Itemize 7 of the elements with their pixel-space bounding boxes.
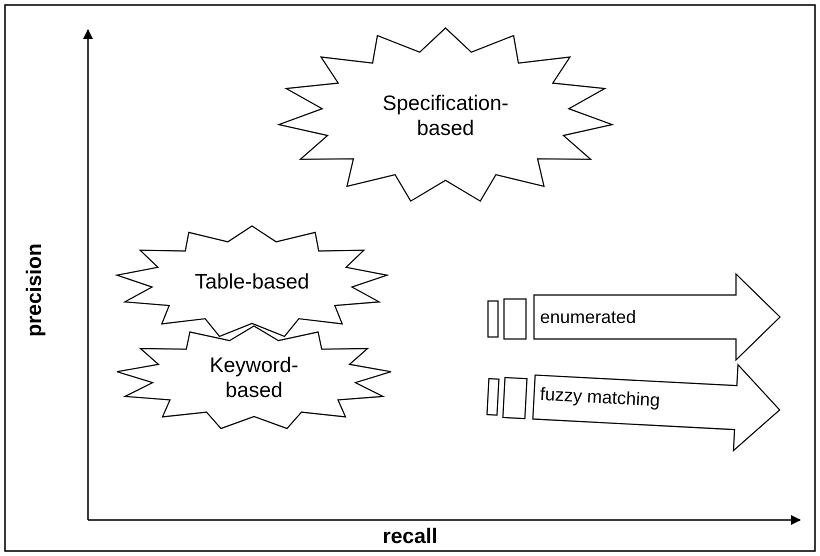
approach-label: Keyword-based [208,353,300,403]
axis-title: precision [23,243,47,337]
approach-label: Table-based [194,270,310,294]
arrow-label: fuzzy matching [539,382,661,412]
approach-label: Specification-based [381,90,510,140]
axis-title: recall [382,525,438,549]
arrow-label: enumerated [540,306,636,329]
